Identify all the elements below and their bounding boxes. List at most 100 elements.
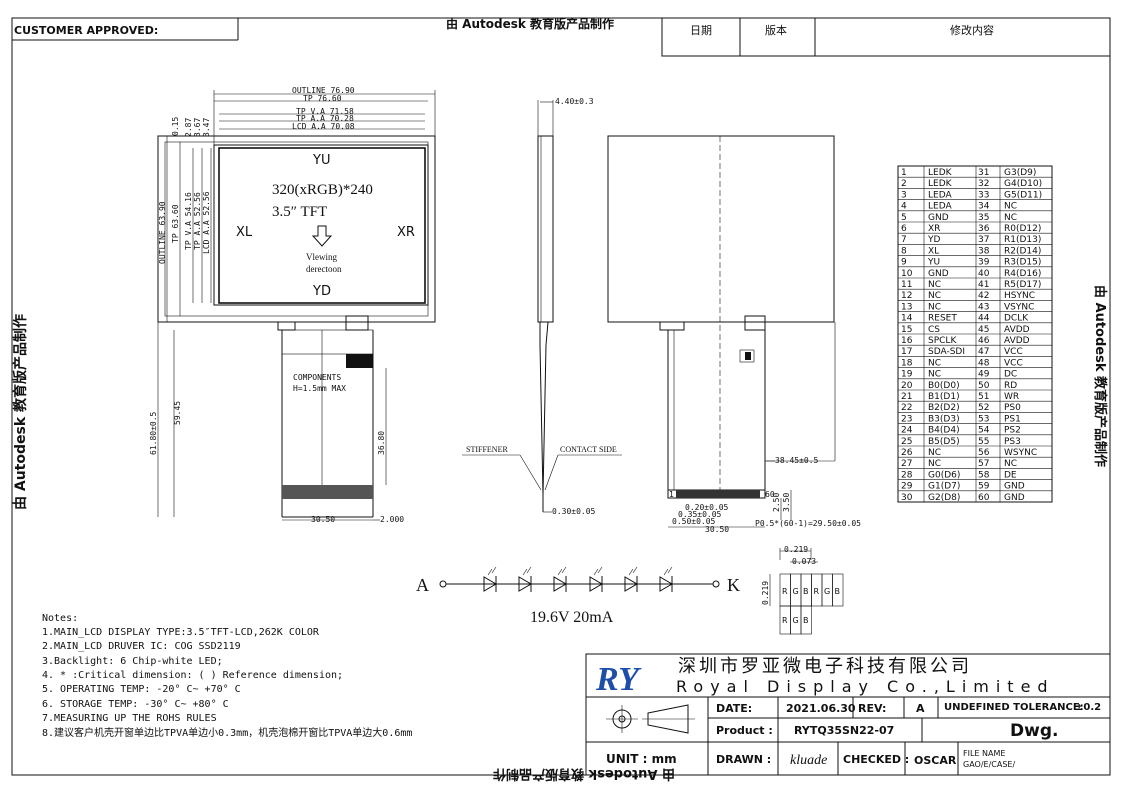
pin-cell: R0(D12)	[1004, 224, 1041, 234]
pin-cell: 27	[901, 459, 912, 469]
pin-cell: 47	[978, 347, 989, 357]
dim-3050b: 30.50	[705, 525, 729, 534]
pin-cell: G3(D9)	[1004, 168, 1036, 178]
pin-cell: 52	[978, 403, 989, 413]
pin-cell: 30	[901, 493, 913, 503]
pin-cell: 11	[901, 280, 912, 290]
date-value: 2021.06.30	[786, 702, 856, 715]
note-4: 4. * :Critical dimension: ( ) Reference …	[42, 670, 343, 681]
dim-outline-h: OUTLINE 63.90	[158, 201, 167, 264]
dim-287: 2.87	[184, 118, 193, 137]
customer-approved-label: CUSTOMER APPROVED:	[14, 24, 158, 37]
pin-cell: G2(D8)	[928, 493, 960, 503]
led-anode: A	[416, 575, 429, 595]
note-6: 6. STORAGE TEMP: -30° C~ +80° C	[42, 699, 229, 710]
connector-block	[346, 354, 373, 368]
pin-cell: B1(D1)	[928, 392, 960, 402]
subpixel-label: G	[793, 616, 799, 625]
drawn-signature: kluade	[790, 753, 827, 768]
pin-cell: 56	[978, 448, 990, 458]
pin-cell: 29	[901, 482, 913, 492]
date-label: DATE:	[716, 702, 752, 715]
pin-cell: GND	[1004, 493, 1025, 503]
pin-cell: 3	[901, 190, 907, 200]
pin-cell: R4(D16)	[1004, 269, 1041, 279]
dim-350: 3.50	[782, 493, 791, 512]
led-diode-icon	[659, 566, 673, 592]
pin-cell: DCLK	[1004, 314, 1029, 324]
pin-cell: 6	[901, 224, 907, 234]
pin-cell: 26	[901, 448, 913, 458]
pin-cell: PS3	[1004, 437, 1021, 447]
note-2: 2.MAIN_LCD DRUVER IC: COG SSD2119	[42, 641, 241, 652]
dim-3845: 38.45±0.5	[775, 456, 819, 465]
pin-cell: 5	[901, 213, 907, 223]
dim-total-h: 61.80±0.5	[149, 411, 158, 455]
pin-cell: GND	[928, 269, 949, 279]
pin-cell: 33	[978, 190, 989, 200]
pin-cell: 44	[978, 314, 990, 324]
pin-cell: 37	[978, 235, 989, 245]
pin-last: 60	[765, 490, 775, 499]
pin-cell: RD	[1004, 381, 1017, 391]
pin-cell: 40	[978, 269, 990, 279]
pin-cell: NC	[928, 280, 941, 290]
watermark-right: 由 Autodesk 教育版产品制作	[1092, 285, 1108, 467]
subpixel-label: B	[803, 587, 809, 596]
pin-cell: B2(D2)	[928, 403, 960, 413]
pin-cell: 51	[978, 392, 989, 402]
pin-cell: B0(D0)	[928, 381, 960, 391]
company-logo-icon: RY	[595, 661, 642, 698]
dim-050: 0.50±0.05	[672, 517, 716, 526]
rev-label: REV:	[858, 702, 886, 715]
pin-cell: G0(D6)	[928, 470, 960, 480]
led-diode-icon	[589, 566, 603, 592]
dim-tp-va-h: TP V.A 54.16	[184, 192, 193, 250]
pin-cell: 59	[978, 482, 990, 492]
label-viewing: Vlewing	[306, 252, 337, 262]
pin-cell: PS0	[1004, 403, 1021, 413]
pin-cell: R3(D15)	[1004, 258, 1041, 268]
pin-cell: VCC	[1004, 358, 1023, 368]
pin-cell: 38	[978, 246, 990, 256]
pin-cell: NC	[1004, 213, 1017, 223]
led-circuit: A K 19.6V 20mA	[416, 566, 740, 626]
file-name-label: FILE NAME	[963, 749, 1005, 758]
pin-cell: 24	[901, 426, 913, 436]
pin-cell: 45	[978, 325, 989, 335]
back-gold-fingers	[676, 490, 760, 498]
pin-cell: VCC	[1004, 347, 1023, 357]
pin-cell: G4(D10)	[1004, 179, 1042, 189]
pin-cell: G5(D11)	[1004, 190, 1042, 200]
pin-cell: WSYNC	[1004, 448, 1037, 458]
side-view: 4.40±0.3 0.30±0.05 STIFFENER CONTACT SID…	[462, 97, 622, 516]
pin-cell: 58	[978, 470, 990, 480]
pixel-dim-1: 0.219	[784, 545, 808, 554]
pin-cell: B4(D4)	[928, 426, 960, 436]
dim-tp-aa-h: TP A.A 52.56	[193, 192, 202, 250]
dim-fpc-thick: 0.30±0.05	[552, 507, 596, 516]
dim-2000: 2.000	[380, 515, 404, 524]
pin-cell: 20	[901, 381, 913, 391]
notes: Notes: 1.MAIN_LCD DISPLAY TYPE:3.5″TFT-L…	[42, 613, 412, 739]
led-spec: 19.6V 20mA	[530, 609, 614, 626]
pin-cell: 25	[901, 437, 912, 447]
pin-cell: 50	[978, 381, 990, 391]
pin-cell: GND	[1004, 482, 1025, 492]
active-area	[218, 147, 426, 304]
subpixel-label: G	[824, 587, 830, 596]
label-direction: derectoon	[306, 264, 342, 274]
dim-lcd-aa-w: LCD A.A 70.08	[292, 122, 355, 131]
dim-250: 2.50	[772, 493, 781, 512]
label-yu: YU	[312, 153, 330, 168]
fpc-gold-fingers	[282, 485, 373, 499]
pin-cell: 1	[901, 168, 907, 178]
tolerance-label: UNDEFINED TOLERANCE:	[944, 702, 1084, 713]
checked-value: OSCAR	[914, 754, 957, 767]
note-7: 7.MEASURING UP THE ROHS RULES	[42, 713, 217, 724]
rev-ver-col: 版本	[765, 23, 787, 37]
pin-cell: LEDA	[928, 190, 952, 200]
label-xr: XR	[397, 225, 415, 240]
pin-cell: RESET	[928, 314, 957, 324]
